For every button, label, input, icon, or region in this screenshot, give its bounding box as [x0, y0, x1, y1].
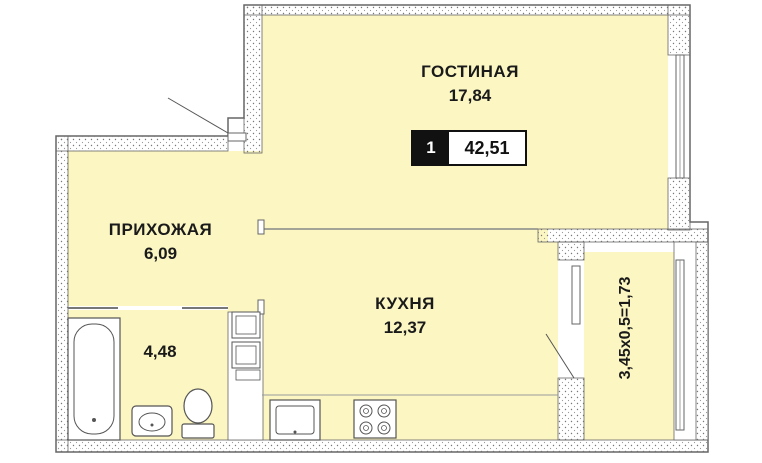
windows — [571, 54, 685, 431]
kitchen-name: КУХНЯ — [375, 294, 435, 313]
kitchen-sink-icon — [269, 399, 321, 441]
balcony-floor — [584, 252, 674, 440]
hall-name: ПРИХОЖАЯ — [108, 220, 213, 239]
toilet-icon — [181, 388, 215, 439]
kitchen-floor-right — [548, 242, 558, 440]
stove-icon — [353, 399, 397, 439]
sink-icon — [131, 405, 173, 437]
kitchen-area: 12,37 — [383, 318, 427, 337]
hall-floor — [68, 151, 263, 306]
apartment-summary-badge: 1 42,51 — [411, 130, 527, 166]
living-room-area: 17,84 — [448, 86, 492, 105]
kitchen-balcony-door — [571, 265, 581, 325]
living-room-floor — [262, 15, 668, 229]
interior-partitions — [68, 219, 558, 396]
balcony-door — [545, 333, 575, 379]
hall-area: 6,09 — [143, 244, 178, 263]
hall-bath-connector — [228, 306, 263, 312]
living-room-name: ГОСТИНАЯ — [421, 62, 519, 81]
balcony-area-label: 3,45x0,5=1,73 — [617, 276, 634, 380]
rooms-count: 1 — [413, 132, 449, 164]
washing-machine-icon — [231, 311, 261, 381]
bathtub-icon — [67, 317, 121, 441]
bath-area: 4,48 — [143, 342, 177, 361]
wall-hatching — [55, 4, 709, 453]
total-area: 42,51 — [464, 137, 510, 158]
entrance-door — [167, 97, 247, 142]
